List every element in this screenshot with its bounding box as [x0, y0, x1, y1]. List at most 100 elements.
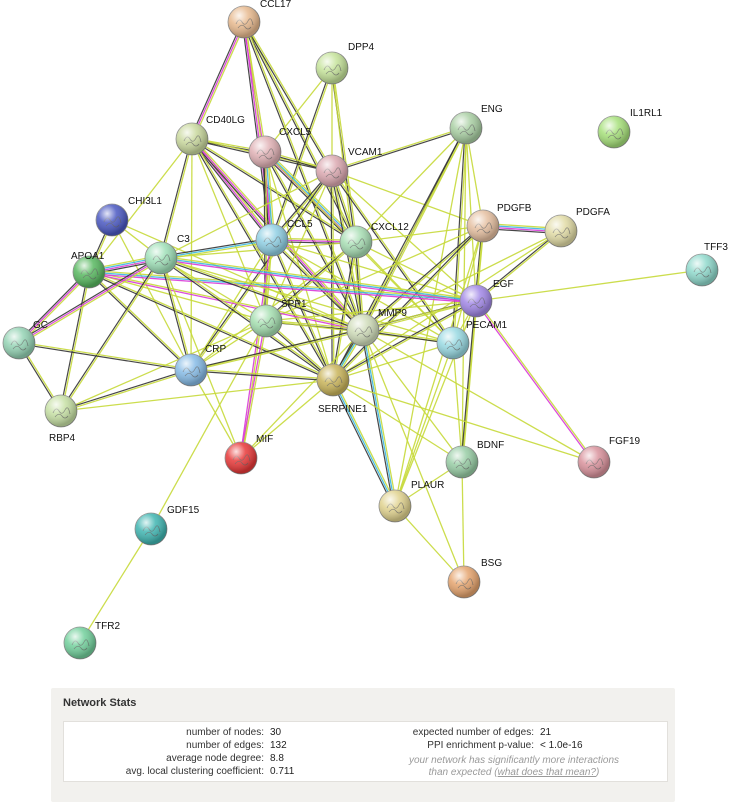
edge-bdnf-bsg[interactable]	[461, 461, 465, 583]
node-dpp4[interactable]: DPP4	[315, 42, 375, 85]
edge-mmp9-bdnf[interactable]	[362, 329, 463, 463]
edge-c3-serpine1[interactable]	[160, 256, 334, 382]
edge-serpine1-plaur[interactable]	[330, 378, 398, 508]
edge-ccl5-mmp9[interactable]	[270, 238, 365, 332]
edge-serpine1-mif[interactable]	[240, 379, 334, 459]
edge-c3-gc[interactable]	[17, 256, 163, 346]
edge-mmp9-bsg[interactable]	[362, 329, 465, 583]
node-bsg[interactable]: BSG	[447, 558, 502, 599]
node-cxcl12[interactable]: CXCL12	[339, 222, 409, 259]
node-rbp4[interactable]: RBP4	[44, 394, 78, 444]
node-fgf19[interactable]: FGF19	[577, 436, 641, 479]
node-vcam1[interactable]: VCAM1	[315, 147, 383, 188]
edge-apoa1-gc[interactable]	[17, 270, 91, 345]
edge-mmp9-mif[interactable]	[240, 329, 364, 459]
edge-mmp9-crp[interactable]	[190, 328, 364, 372]
edge-apoa1-rbp4[interactable]	[59, 271, 91, 412]
edge-c3-egf[interactable]	[160, 255, 477, 304]
edge-ccl17-mmp9[interactable]	[242, 21, 365, 331]
edge-c3-rbp4[interactable]	[59, 257, 163, 412]
edge-mmp9-fgf19[interactable]	[362, 329, 595, 463]
edge-pecam1-plaur[interactable]	[394, 342, 454, 507]
edge-egf-serpine1[interactable]	[332, 299, 477, 382]
edge-pdgfa-egf[interactable]	[475, 229, 562, 303]
edge-egf-fgf19[interactable]	[474, 300, 596, 463]
edge-cxcl12-pdgfb[interactable]	[355, 225, 484, 243]
edge-ccl17-cd40lg[interactable]	[189, 21, 247, 140]
node-chi3l1[interactable]: CHI3L1	[95, 196, 162, 237]
edge-chi3l1-crp[interactable]	[111, 219, 192, 371]
node-pdgfb[interactable]: PDGFB	[466, 203, 532, 243]
node-plaur[interactable]: PLAUR	[378, 480, 444, 523]
edge-crp-rbp4[interactable]	[60, 368, 192, 413]
edge-pdgfb-spp1[interactable]	[265, 225, 484, 322]
node-cxcl5[interactable]: CXCL5	[248, 127, 312, 169]
edge-dpp4-cxcl5[interactable]	[264, 67, 333, 153]
edge-pdgfb-pecam1[interactable]	[452, 225, 484, 344]
edge-c3-crp[interactable]	[159, 257, 193, 371]
edge-pdgfb-serpine1[interactable]	[331, 224, 485, 382]
node-c3[interactable]: C3	[144, 234, 190, 275]
node-cd40lg[interactable]: CD40LG	[175, 115, 245, 156]
edge-cxcl12-crp[interactable]	[190, 241, 357, 371]
edge-ccl17-vcam1[interactable]	[242, 21, 334, 172]
edge-eng-egf[interactable]	[465, 127, 477, 302]
edge-pdgfa-serpine1[interactable]	[332, 230, 562, 381]
node-mmp9[interactable]: MMP9	[346, 308, 407, 347]
node-gc[interactable]: GC	[2, 320, 48, 360]
node-ccl17[interactable]: CCL17	[227, 0, 292, 39]
edge-crp-mif[interactable]	[190, 369, 242, 459]
edge-vcam1-c3[interactable]	[160, 170, 333, 259]
node-apoa1[interactable]: APOA1	[71, 251, 106, 289]
edge-cxcl12-c3[interactable]	[160, 241, 357, 259]
node-gdf15[interactable]: GDF15	[134, 505, 200, 546]
edge-mmp9-plaur[interactable]	[360, 329, 398, 507]
edge-ccl5-pecam1[interactable]	[271, 239, 454, 344]
node-spp1[interactable]: SPP1	[249, 299, 307, 338]
edge-pecam1-serpine1[interactable]	[332, 342, 454, 381]
node-tfr2[interactable]: TFR2	[63, 621, 120, 660]
node-egf[interactable]: EGF	[459, 279, 514, 318]
edge-c3-mmp9[interactable]	[160, 256, 364, 332]
edge-vcam1-spp1[interactable]	[265, 170, 333, 322]
edge-plaur-bsg[interactable]	[394, 505, 465, 583]
edge-egf-spp1[interactable]	[265, 300, 477, 322]
edge-vcam1-pdgfb[interactable]	[331, 170, 484, 227]
what-does-that-mean-link[interactable]: what does that mean?	[497, 767, 596, 778]
edge-serpine1-bdnf[interactable]	[332, 379, 463, 463]
node-pecam1[interactable]: PECAM1	[436, 320, 508, 360]
node-mif[interactable]: MIF	[224, 434, 273, 475]
edge-pdgfb-plaur[interactable]	[394, 225, 484, 507]
node-il1rl1[interactable]: IL1RL1	[597, 108, 663, 149]
edge-crp-serpine1[interactable]	[190, 368, 334, 382]
edge-cd40lg-cxcl12[interactable]	[191, 137, 357, 244]
node-crp[interactable]: CRP	[174, 344, 226, 387]
node-ccl5[interactable]: CCL5	[255, 219, 313, 257]
edge-cxcl12-egf[interactable]	[355, 241, 477, 302]
edge-apoa1-serpine1[interactable]	[88, 270, 334, 382]
edge-serpine1-fgf19[interactable]	[332, 379, 595, 463]
edge-serpine1-rbp4[interactable]	[60, 379, 334, 412]
edge-c3-spp1[interactable]	[160, 257, 267, 322]
edge-apoa1-mmp9[interactable]	[88, 270, 364, 332]
edge-eng-pdgfb[interactable]	[465, 127, 484, 227]
node-serpine1[interactable]: SERPINE1	[316, 363, 368, 415]
edge-egf-bdnf[interactable]	[460, 300, 478, 463]
edge-vcam1-eng[interactable]	[331, 126, 467, 173]
node-eng[interactable]: ENG	[449, 104, 503, 145]
node-pdgfa[interactable]: PDGFA	[544, 207, 610, 248]
edge-c3-pecam1[interactable]	[160, 257, 454, 344]
edge-cd40lg-c3[interactable]	[159, 138, 194, 259]
edge-cd40lg-serpine1[interactable]	[190, 138, 335, 381]
edge-gdf15-tfr2[interactable]	[79, 528, 152, 644]
edge-pdgfa-mmp9[interactable]	[362, 230, 562, 331]
edge-eng-cxcl12[interactable]	[355, 127, 467, 243]
edge-chi3l1-mmp9[interactable]	[111, 219, 364, 331]
edge-pecam1-bdnf[interactable]	[452, 342, 463, 463]
edge-cd40lg-apoa1[interactable]	[88, 138, 193, 273]
edge-tff3-egf[interactable]	[475, 269, 703, 302]
node-tff3[interactable]: TFF3	[685, 242, 728, 287]
edge-cd40lg-spp1[interactable]	[191, 138, 267, 322]
node-bdnf[interactable]: BDNF	[445, 440, 504, 479]
edge-gc-crp[interactable]	[18, 341, 192, 372]
